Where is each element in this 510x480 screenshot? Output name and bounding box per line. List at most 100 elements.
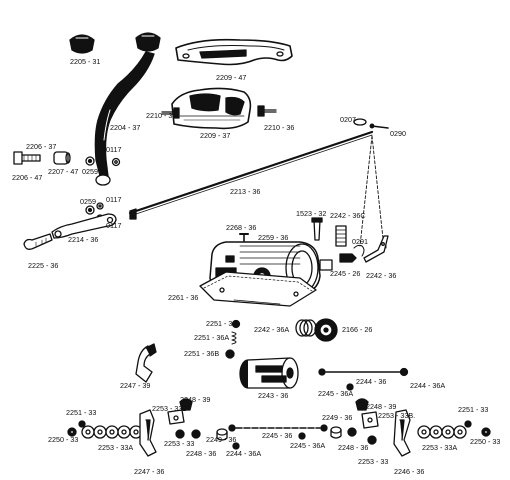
rod-2245-36-lower [228,424,328,432]
label-2204-37: 2204 - 37 [110,123,141,132]
dashed-leader-lines [359,135,387,251]
pin-0290 [369,123,389,129]
label-2166-26: 2166 - 26 [342,325,373,334]
label-2209-47: 2209 - 47 [216,73,247,82]
shift-lever-2204-37 [94,51,155,186]
washer-2250-33-left [67,427,77,437]
washers-2253-33A-right [417,425,467,439]
spring-2242-36A [295,319,317,337]
bracket-2242-36 [363,235,389,263]
label-2207-47: 2207 - 47 [48,167,79,176]
label-0291: 0291 [352,237,368,246]
label-0207: 0207 [340,115,356,124]
washer-2250-33-right [481,427,491,437]
label-2249-36-left: 2249 - 36 [206,435,237,444]
label-2250-33-left: 2250 - 33 [48,435,79,444]
link-2214-36 [51,213,117,239]
drum-2243-36 [239,357,299,389]
label-2213-36: 2213 - 36 [230,187,261,196]
washer-0207 [353,118,367,126]
label-2210-36-left: 2210 - 36 [146,111,177,120]
washer-2251-33-left [78,420,86,428]
fork-2247-36 [139,409,157,457]
washer-0117-top [111,157,121,167]
gear-2166-26 [314,318,338,342]
nut-0259-top [85,156,95,166]
ball-2251-36B [225,349,235,359]
label-2249-36-right: 2249 - 36 [322,413,353,422]
label-2251-36A: 2251 - 36A [194,333,230,342]
label-2251-36: 2251 - 36 [206,319,237,328]
label-2243-36: 2243 - 36 [258,391,289,400]
label-2244-36-upper: 2244 - 36 [356,377,387,386]
label-2251-33-left: 2251 - 33 [66,408,97,417]
nut-2248-36-left [191,429,201,439]
washer-2251-33-right [464,420,472,428]
label-2253-33A-right: 2253 - 33A [422,443,458,452]
label-2205-31: 2205 - 31 [70,57,101,66]
spacer-2249-36-left [216,428,228,441]
base-plate-2261-36 [199,271,317,307]
nut-2244-36A-lower [232,442,240,450]
label-2214-36: 2214 - 36 [68,235,99,244]
plug-2245-26 [339,253,357,263]
label-2245-36-lower: 2245 - 36 [262,431,293,440]
block-2253-33B-right [361,411,379,429]
nut-2253-33-left [175,429,185,439]
fork-2246-36 [393,409,411,457]
label-2251-33-right: 2251 - 33 [458,405,489,414]
label-2248-39-right: 2248 - 39 [366,402,397,411]
rod-2244-36-upper [318,367,409,377]
label-2245-26: 2245 - 26 [330,269,361,278]
nut-0259-mid [85,205,95,215]
cover-2209-37 [171,87,252,130]
label-2210-36-right: 2210 - 36 [264,123,295,132]
label-2268-36: 2268 - 36 [226,223,257,232]
label-2206-47: 2206 - 47 [12,173,43,182]
screw-2210-36-right [257,105,277,117]
label-2242-36A: 2242 - 36A [254,325,290,334]
shift-rod-2213-36 [128,130,374,220]
label-2248-36-left: 2248 - 36 [186,449,217,458]
nut-2248-36-right [347,427,357,437]
label-2259-36: 2259 - 36 [258,233,289,242]
clip-0291 [353,244,365,257]
pin-2225-36 [23,233,53,250]
label-2248-39-left: 2248 - 39 [180,395,211,404]
label-2246-36: 2246 - 36 [394,467,425,476]
label-2253-33-left: 2253 - 33 [164,439,195,448]
label-2245-36A-upper: 2245 - 36A [318,389,354,398]
label-2261-36: 2261 - 36 [168,293,199,302]
fork-2247-39 [135,343,157,383]
label-2253-33B-left: 2253 - 33B [152,404,188,413]
knob-2205-31 [69,34,95,54]
label-0259-top: 0259 [82,167,98,176]
label-2225-36: 2225 - 36 [28,261,59,270]
label-0259-mid: 0259 [80,197,96,206]
spring-2251-36A [231,331,237,345]
washer-2251-36 [231,319,241,329]
label-2248-36-right: 2248 - 36 [338,443,369,452]
washers-2253-33A-left [81,425,143,439]
label-2247-39: 2247 - 39 [120,381,151,390]
label-2244-36A-upper: 2244 - 36A [410,381,446,390]
label-2253-33B-right: 2253 - 33B. [378,411,416,420]
label-2242-36C: 2242 - 36C [330,211,366,220]
label-1523-32: 1523 - 32 [296,209,327,218]
label-2250-33-right: 2250 - 33 [470,437,501,446]
label-0117-low: 0117 [106,221,122,230]
label-2206-37: 2206 - 37 [26,142,57,151]
bolt-2206-47 [13,151,41,165]
label-2253-33-right: 2253 - 33 [358,457,389,466]
label-0117-top: 0117 [106,145,122,154]
label-2209-37: 2209 - 37 [200,131,231,140]
nut-2253-33-right [367,435,377,445]
detent-2248-39-right [355,398,369,411]
label-0117-mid: 0117 [106,195,122,204]
label-2242-36: 2242 - 36 [366,271,397,280]
spring-2242-36C [335,225,347,247]
screw-1523-32 [311,217,323,241]
block-2253-33B-left [167,409,185,425]
